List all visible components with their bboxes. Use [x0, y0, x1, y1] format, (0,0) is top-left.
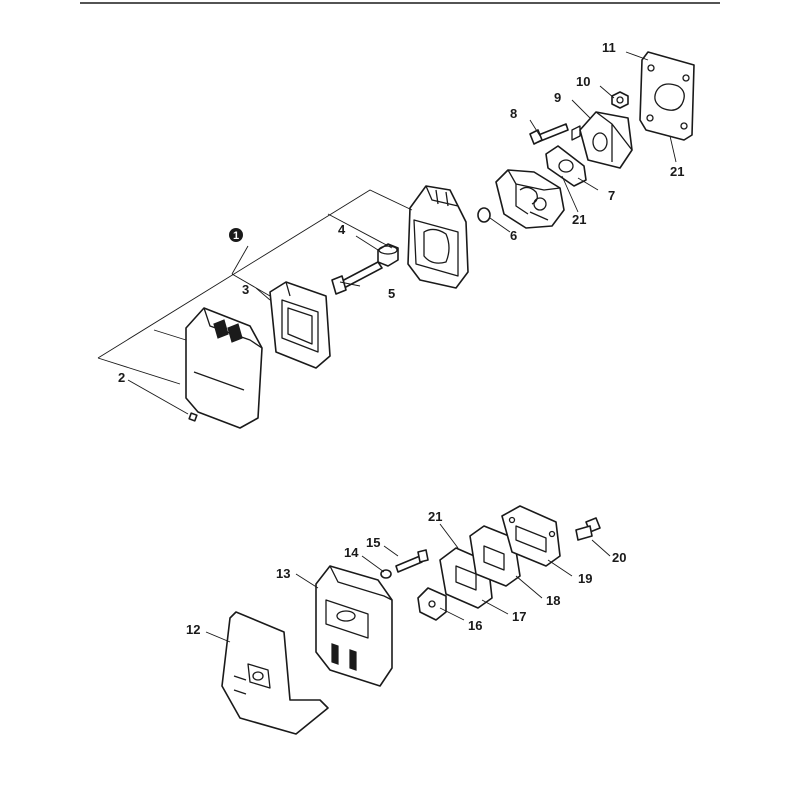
callout-6: 6	[510, 228, 517, 243]
callout-21-top-right: 21	[670, 164, 684, 179]
part-20-screw	[575, 517, 601, 541]
part-11-gasket	[639, 51, 695, 141]
callout-16: 16	[468, 618, 482, 633]
callout-18: 18	[546, 593, 560, 608]
top-leaders	[97, 51, 677, 415]
part-9-intake-block	[571, 111, 633, 169]
part-2-filter-cover	[185, 307, 263, 429]
callout-19: 19	[578, 571, 592, 586]
callout-3: 3	[242, 282, 249, 297]
callout-2: 2	[118, 370, 125, 385]
small-clip	[188, 412, 198, 422]
part-10-nut	[611, 91, 629, 109]
part-12-heat-shield	[221, 611, 329, 735]
callout-5: 5	[388, 286, 395, 301]
callout-17: 17	[512, 609, 526, 624]
part-6-o-ring	[477, 207, 491, 223]
callout-15: 15	[366, 535, 380, 550]
bottom-leaders	[205, 523, 611, 643]
callout-1-circled: 1	[229, 228, 243, 242]
callout-20: 20	[612, 550, 626, 565]
callout-4: 4	[338, 222, 346, 237]
callout-9: 9	[554, 90, 561, 105]
part-15-bolt	[395, 549, 429, 573]
air-filter-base	[407, 185, 469, 289]
part-18-gasket	[469, 525, 521, 587]
callout-12: 12	[186, 622, 200, 637]
part-16-plate	[417, 587, 447, 621]
part-13-muffler	[315, 565, 393, 687]
part-19-plate	[501, 505, 561, 567]
callout-21-bottom: 21	[428, 509, 442, 524]
callout-7: 7	[608, 188, 615, 203]
part-5-screw	[331, 261, 383, 295]
callout-8: 8	[510, 106, 517, 121]
part-3-filter-element	[269, 281, 331, 369]
callout-13: 13	[276, 566, 290, 581]
part-21-middle-gasket	[545, 145, 587, 187]
callout-labels: 2 3 4 5 6 7 8 9 10 11 21 21 12 13 14 15 …	[118, 40, 684, 637]
part-8-bolt	[529, 123, 569, 145]
callout-1: 1	[233, 230, 239, 242]
callout-11: 11	[602, 40, 616, 55]
part-4-spacer	[377, 243, 399, 267]
callout-21-top-middle: 21	[572, 212, 586, 227]
callout-10: 10	[576, 74, 590, 89]
carburetor	[495, 169, 565, 229]
callout-14: 14	[344, 545, 359, 560]
